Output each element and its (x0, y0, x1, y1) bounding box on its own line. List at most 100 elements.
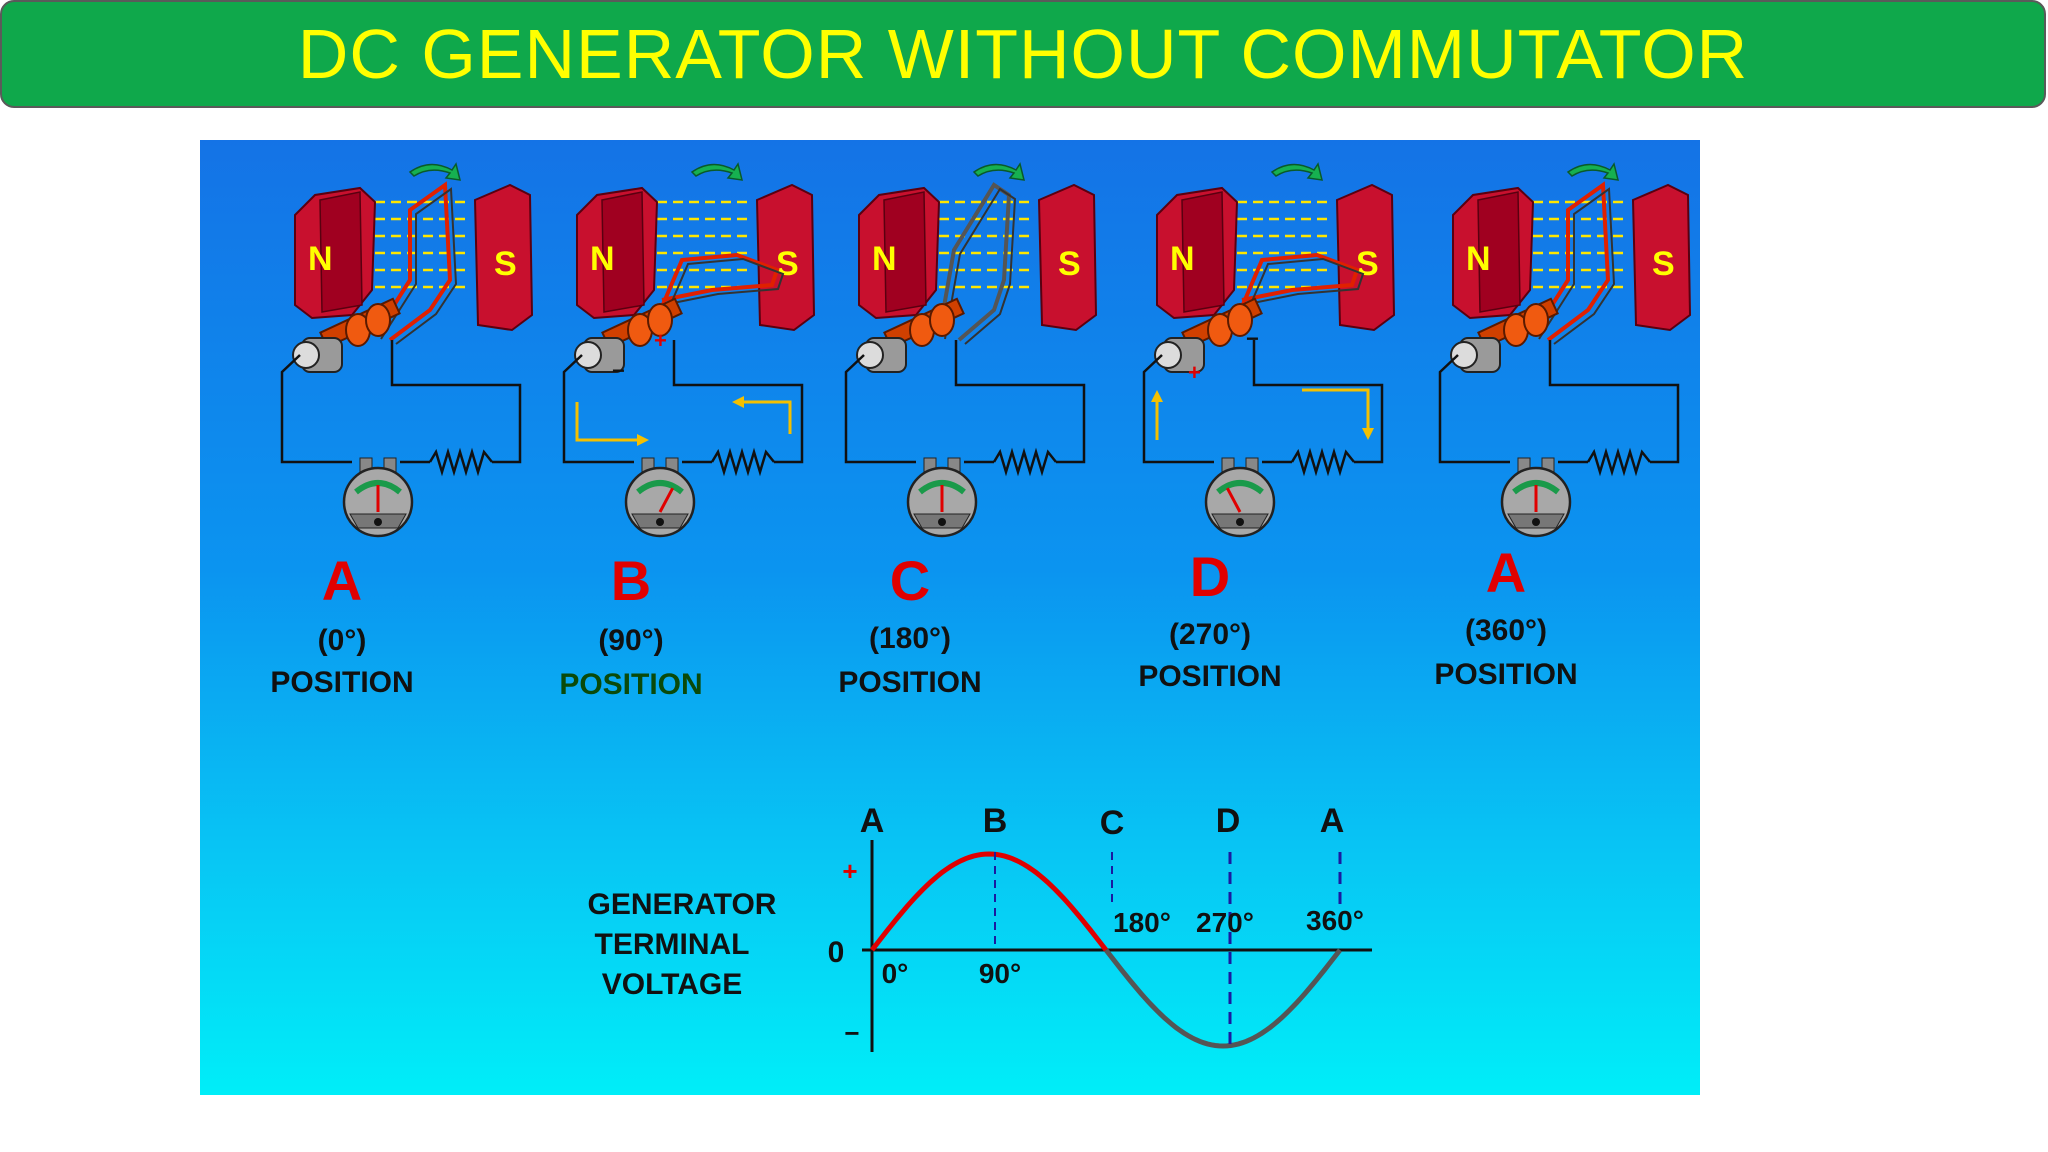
south-pole-label: S (1652, 245, 1675, 283)
north-pole-label: N (308, 240, 333, 278)
north-pole-label: N (1170, 240, 1195, 278)
brush-holder-end (292, 341, 320, 369)
slip-ring (929, 303, 955, 337)
degree-90: 90° (979, 958, 1021, 989)
south-pole-label: S (776, 245, 799, 283)
graph-ylabel-line-1: GENERATOR (588, 888, 777, 921)
north-magnet-face (883, 191, 927, 313)
graph-point-a: A (860, 802, 885, 840)
stage-5: N S A (360°) POSITION (1434, 162, 1692, 691)
north-magnet-face (1181, 191, 1225, 313)
stage-2: N S − + B (90°) POSITION (559, 162, 816, 701)
brush-plus-sign: + (1188, 360, 1201, 385)
stage-letter: B (611, 549, 651, 612)
south-pole-label: S (1356, 245, 1379, 283)
stage-position-label: POSITION (838, 666, 981, 699)
south-magnet (755, 183, 816, 332)
meter-knob (1532, 518, 1540, 526)
rotation-arrow-icon (690, 162, 743, 181)
negative-half-wave (1104, 948, 1342, 1049)
stage-1: N S A (0°) POSITION (270, 162, 534, 699)
meter-scale (1216, 480, 1264, 495)
north-magnet-face (601, 191, 645, 313)
stage-angle: (90°) (598, 624, 663, 657)
current-arrow-head (732, 396, 744, 408)
stage-position-label: POSITION (1138, 660, 1281, 693)
external-circuit (280, 340, 522, 464)
stage-angle: (180°) (869, 622, 951, 655)
external-circuit (562, 340, 804, 464)
resistor-icon (710, 447, 775, 477)
rotation-arrow-icon (1566, 162, 1619, 181)
graph-tick-minus: − (844, 1018, 859, 1048)
generator-stages: N S A (0°) POSITION N S − + B (90°) POSITION N S C (180… (270, 162, 1692, 701)
armature-coil (373, 181, 453, 342)
armature-coil-back (657, 257, 785, 335)
armature-coil (1531, 181, 1611, 342)
current-arrow-head (1151, 390, 1163, 402)
brush-holder-end (1154, 341, 1182, 369)
north-pole-label: N (1466, 240, 1491, 278)
south-pole-label: S (494, 245, 517, 283)
stage-letter: D (1190, 545, 1230, 608)
meter-knob (374, 518, 382, 526)
meter-knob (656, 518, 664, 526)
generator-diagram: N S A (0°) POSITION N S − + B (90°) POSITION N S C (180… (270, 162, 1692, 1052)
degree-180: 180° (1113, 907, 1171, 938)
graph-tick-zero: 0 (828, 936, 845, 969)
stage-position-label: POSITION (270, 666, 413, 699)
south-magnet (1037, 183, 1098, 332)
rotation-arrow-icon (1270, 162, 1323, 181)
current-arrow-head (1362, 428, 1374, 440)
armature-coil-back (380, 187, 458, 345)
south-magnet (473, 183, 534, 332)
brush-holder-end (856, 341, 884, 369)
graph-point-d: D (1216, 802, 1241, 840)
armature-coil-back (944, 187, 1017, 345)
meter-scale (1512, 480, 1560, 495)
armature-coil (1230, 252, 1360, 331)
meter-knob (1236, 518, 1244, 526)
stage-letter: C (890, 549, 930, 612)
north-pole-label: N (872, 240, 897, 278)
brush-holder-end (1450, 341, 1478, 369)
voltage-graph: GENERATOR TERMINAL VOLTAGE + 0 − A B C D… (588, 802, 1372, 1052)
brush-minus-sign: − (612, 358, 625, 383)
stage-3: N S C (180°) POSITION (838, 162, 1098, 699)
stage-letter: A (322, 549, 362, 612)
rotation-arrow-icon (972, 162, 1025, 181)
slip-ring (647, 303, 673, 337)
slip-ring (1523, 303, 1549, 337)
slip-ring (365, 303, 391, 337)
graph-point-c: C (1100, 804, 1125, 842)
meter-needle (658, 487, 675, 513)
external-circuit (1142, 340, 1384, 464)
degree-270: 270° (1196, 907, 1254, 938)
meter-needle (1225, 487, 1242, 513)
stage-angle: (270°) (1169, 618, 1251, 651)
resistor-icon (1586, 447, 1651, 477)
stage-angle: (360°) (1465, 614, 1547, 647)
stage-angle: (0°) (318, 624, 367, 657)
meter-knob (938, 518, 946, 526)
north-pole-label: N (590, 240, 615, 278)
meter-scale (918, 480, 966, 495)
external-circuit (844, 340, 1086, 464)
brush-plus-sign: + (654, 328, 667, 353)
graph-point-a-end: A (1320, 802, 1345, 840)
rotation-arrow-icon (408, 162, 461, 181)
graph-ylabel-line-2: TERMINAL (595, 928, 750, 961)
diagram-panel: N S A (0°) POSITION N S − + B (90°) POSITION N S C (180… (200, 140, 1700, 1095)
current-arrow-head (637, 434, 649, 446)
resistor-icon (1290, 447, 1355, 477)
stage-letter: A (1486, 541, 1526, 604)
meter-scale (636, 480, 684, 495)
south-pole-label: S (1058, 245, 1081, 283)
stage-position-label: POSITION (1434, 658, 1577, 691)
stage-position-label: POSITION (559, 668, 702, 701)
meter-scale (354, 480, 402, 495)
degree-360: 360° (1306, 905, 1364, 936)
graph-tick-plus: + (842, 856, 857, 886)
armature-coil-back (1538, 187, 1616, 345)
